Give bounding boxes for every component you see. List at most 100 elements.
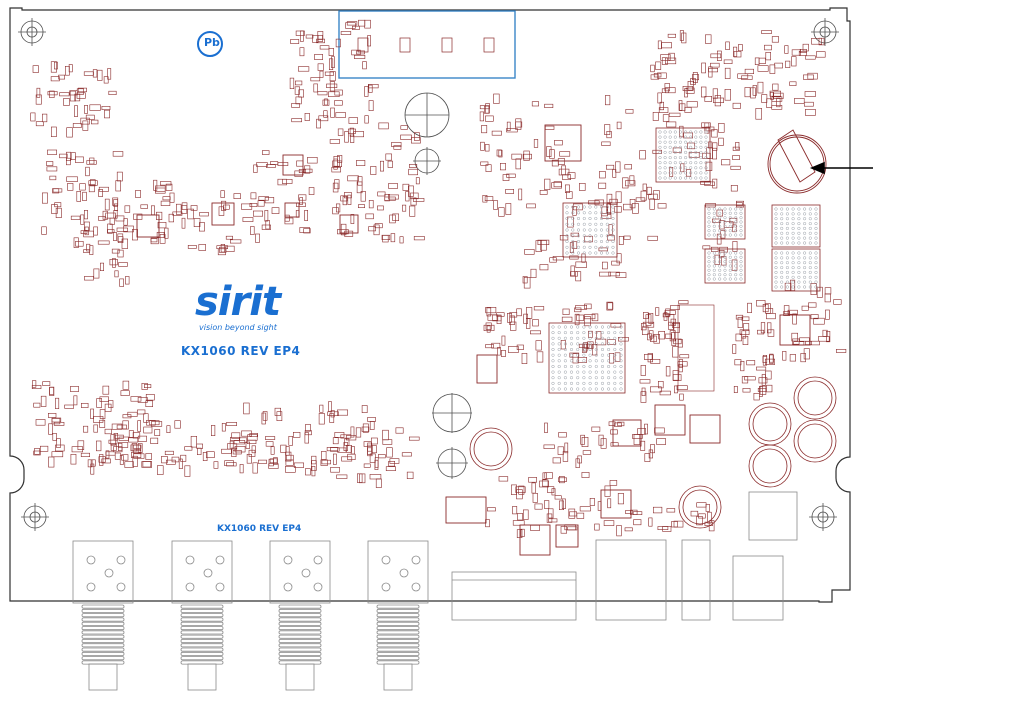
- smd-component: [333, 183, 338, 192]
- smd-component: [585, 304, 592, 309]
- keepout-box: [339, 11, 515, 78]
- smd-component: [814, 318, 825, 324]
- smd-component: [577, 513, 584, 518]
- smd-component: [610, 480, 617, 485]
- smd-component: [100, 420, 105, 427]
- smd-component: [99, 457, 105, 463]
- smd-component: [369, 227, 376, 231]
- smd-component: [188, 245, 196, 248]
- smd-component: [578, 357, 587, 362]
- smd-component: [335, 101, 343, 106]
- smd-component: [370, 474, 381, 479]
- smd-component: [32, 381, 36, 388]
- smd-component: [756, 108, 762, 119]
- smd-component: [248, 435, 258, 441]
- smd-component: [336, 204, 340, 212]
- smd-component: [580, 507, 590, 511]
- smd-component: [545, 104, 553, 108]
- smd-component: [605, 125, 610, 135]
- smd-component: [609, 422, 615, 426]
- smd-component: [225, 461, 234, 466]
- smd-component: [329, 402, 332, 412]
- smd-component: [136, 190, 141, 197]
- smd-component: [545, 473, 553, 479]
- smd-component: [240, 464, 243, 473]
- smd-component: [762, 375, 765, 386]
- smd-component: [170, 193, 174, 202]
- smd-component: [648, 236, 658, 240]
- smd-component: [608, 499, 611, 508]
- smd-component: [335, 180, 340, 189]
- smd-component: [588, 201, 599, 204]
- smd-component: [599, 183, 606, 188]
- smd-component: [526, 308, 532, 319]
- smd-component: [137, 410, 145, 414]
- smd-component: [645, 424, 648, 434]
- smd-component: [506, 204, 511, 215]
- smd-component: [818, 337, 829, 342]
- smd-component: [492, 131, 501, 135]
- bga-chip: [705, 249, 745, 283]
- smd-component: [560, 152, 570, 157]
- smd-component: [573, 354, 579, 363]
- smd-component: [553, 458, 561, 463]
- ic-package: [690, 415, 720, 443]
- smd-component: [320, 71, 323, 77]
- smd-component: [493, 201, 497, 210]
- bga-chip: [772, 205, 820, 247]
- smd-component: [649, 331, 653, 338]
- smd-component: [571, 266, 575, 276]
- smd-component: [50, 91, 55, 98]
- smd-component: [319, 116, 328, 121]
- smd-component: [559, 432, 567, 437]
- smd-component: [757, 330, 763, 334]
- smd-component: [53, 189, 62, 192]
- smd-component: [262, 151, 269, 155]
- smd-component: [94, 425, 98, 432]
- smd-component: [592, 427, 600, 431]
- smd-component: [363, 62, 367, 69]
- smd-component: [165, 451, 173, 455]
- smd-component: [745, 377, 756, 380]
- smd-component: [559, 476, 564, 482]
- smd-component: [558, 447, 564, 455]
- smd-component: [481, 142, 485, 150]
- smd-component: [559, 169, 569, 175]
- smd-component: [297, 161, 304, 166]
- smd-component: [555, 140, 563, 145]
- smd-component: [91, 460, 95, 466]
- smd-component: [792, 57, 797, 66]
- board-outline: [10, 8, 850, 602]
- smd-component: [222, 423, 225, 431]
- smd-component: [181, 455, 186, 461]
- smd-component: [333, 438, 338, 444]
- smd-component: [81, 453, 90, 457]
- smd-component: [91, 120, 98, 124]
- smd-component: [52, 452, 63, 457]
- smd-component: [401, 126, 408, 130]
- smd-component: [790, 355, 796, 362]
- smd-component: [332, 167, 341, 172]
- smd-component: [494, 94, 500, 104]
- smd-component: [756, 367, 765, 370]
- smd-component: [354, 55, 365, 58]
- smd-component: [705, 182, 715, 186]
- smd-component: [677, 386, 687, 390]
- smd-component: [51, 77, 59, 81]
- smd-component: [608, 303, 613, 309]
- smd-component: [197, 444, 203, 448]
- smd-component: [767, 99, 772, 108]
- smd-component: [65, 405, 74, 408]
- smd-component: [318, 64, 323, 71]
- smd-component: [104, 110, 109, 118]
- smd-component: [356, 160, 365, 165]
- smd-component: [320, 46, 329, 49]
- smd-component: [563, 175, 571, 180]
- smd-component: [617, 525, 622, 536]
- smd-component: [733, 345, 736, 354]
- smd-component: [285, 466, 295, 472]
- smd-component: [368, 417, 376, 421]
- smd-component: [71, 216, 80, 219]
- smd-component: [402, 205, 405, 211]
- smd-component: [632, 203, 638, 213]
